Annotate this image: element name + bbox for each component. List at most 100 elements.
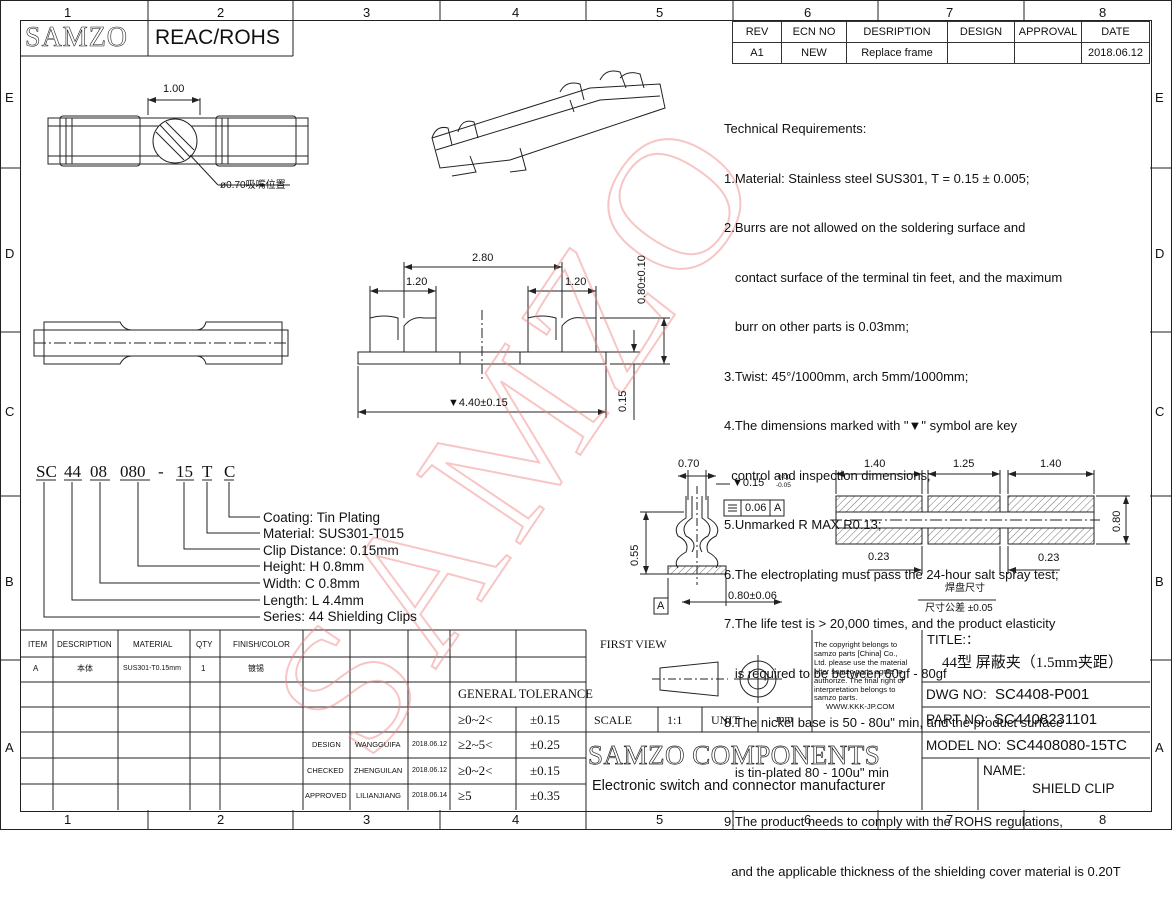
zone-col: 5 bbox=[656, 5, 664, 20]
unit-value: mm bbox=[776, 713, 794, 725]
signoff-date: 2018.06.12 bbox=[412, 767, 448, 774]
req-line: Technical Requirements: bbox=[724, 121, 867, 136]
dim-length: ▼4.40±0.15 bbox=[448, 397, 508, 409]
desc-header: DESRIPTION bbox=[846, 21, 948, 43]
req-line: contact surface of the terminal tin feet… bbox=[724, 269, 1063, 285]
copyright-line: after samzo parts agree to bbox=[814, 666, 903, 676]
approval-value bbox=[1014, 42, 1082, 64]
bom-description-value: 本体 bbox=[77, 664, 93, 673]
zone-col: 2 bbox=[217, 812, 225, 827]
dim-end-thickness: ▼0.15 bbox=[732, 477, 765, 489]
dim-pad-height: 0.80 bbox=[1111, 510, 1123, 532]
technical-requirements: Technical Requirements: 1.Material: Stai… bbox=[724, 88, 1121, 897]
zone-col: 6 bbox=[804, 812, 812, 827]
dim-total-span: 2.80 bbox=[472, 252, 494, 264]
req-line: 4.The dimensions marked with "▼" symbol … bbox=[724, 418, 1018, 433]
signoff-date: 2018.06.14 bbox=[412, 792, 448, 799]
bom-material-header: MATERIAL bbox=[133, 640, 173, 649]
unit-label: UNIT bbox=[711, 713, 740, 727]
code-clip-distance: 15 bbox=[176, 462, 193, 481]
signoff-role: APPROVED bbox=[305, 791, 347, 800]
zone-row: B bbox=[5, 574, 14, 589]
copyright-line: interpretation belongs to bbox=[814, 684, 896, 694]
bom-finish-header: FINISH/COLOR bbox=[233, 640, 290, 649]
zone-col: 4 bbox=[512, 812, 520, 827]
zone-col: 8 bbox=[1099, 812, 1107, 827]
dim-left-width: 1.20 bbox=[406, 276, 428, 288]
zone-row: D bbox=[1155, 246, 1165, 261]
company-name: SAMZO COMPONENTS bbox=[588, 740, 881, 770]
signoff-role: DESIGN bbox=[312, 740, 341, 749]
pad-note-tolerance: 尺寸公差 ±0.05 bbox=[925, 603, 993, 614]
code-coating: C bbox=[224, 462, 236, 481]
zone-col: 3 bbox=[363, 812, 371, 827]
req-line: 8.The nickel base is 50 - 80u" min, and … bbox=[724, 715, 1064, 730]
tolerance-value: ±0.25 bbox=[530, 737, 560, 752]
dim-pad-right: 1.40 bbox=[1040, 458, 1062, 470]
legend-material: Material: SUS301-T015 bbox=[263, 526, 405, 541]
bom-item-value: A bbox=[33, 664, 39, 673]
dim-end-base: 0.80±0.06 bbox=[728, 590, 777, 602]
legend-length: Length: L 4.4mm bbox=[263, 593, 364, 608]
zone-row: D bbox=[5, 246, 15, 261]
legend-coating: Coating: Tin Plating bbox=[263, 510, 381, 525]
tolerance-value: ±0.35 bbox=[530, 788, 560, 803]
drawing-canvas: SAMZO bbox=[0, 0, 1172, 830]
title-label: TITLE:： bbox=[927, 632, 980, 647]
signoff-date: 2018.06.12 bbox=[412, 741, 448, 748]
rev-value: A1 bbox=[732, 42, 782, 64]
copyright-line: samzo parts. bbox=[814, 693, 858, 703]
req-line: is required to be between 60gf - 80gf bbox=[724, 665, 947, 681]
ecn-header: ECN NO bbox=[781, 21, 847, 43]
code-series: SC bbox=[36, 462, 57, 481]
part-value: SC4408231101 bbox=[994, 711, 1098, 728]
bom-description-header: DESCRIPTION bbox=[57, 640, 112, 649]
date-header: DATE bbox=[1081, 21, 1150, 43]
legend-series: Series: 44 Shielding Clips bbox=[263, 609, 417, 624]
zone-col: 6 bbox=[804, 5, 812, 20]
zone-row: C bbox=[1155, 404, 1165, 419]
name-label: NAME: bbox=[983, 763, 1026, 778]
tolerance-range: ≥5 bbox=[458, 788, 472, 803]
zone-col: 8 bbox=[1099, 5, 1107, 20]
req-line: control and inspection dimensions; bbox=[724, 467, 931, 483]
dim-thickness: 0.15 bbox=[617, 390, 629, 412]
design-value bbox=[947, 42, 1015, 64]
req-line: burr on other parts is 0.03mm; bbox=[724, 319, 909, 334]
zone-col: 1 bbox=[64, 5, 72, 20]
zone-col: 2 bbox=[217, 5, 225, 20]
desc-value: Replace frame bbox=[846, 42, 948, 64]
dim-top-pitch: 1.00 bbox=[163, 83, 185, 95]
copyright-line: authorize. The final right of bbox=[814, 675, 904, 685]
first-view-label: FIRST VIEW bbox=[600, 637, 667, 651]
tolerance-value: ±0.15 bbox=[530, 712, 560, 727]
zone-row: C bbox=[5, 404, 15, 419]
legend-height: Height: H 0.8mm bbox=[263, 559, 365, 574]
code-length: 44 bbox=[64, 462, 81, 481]
dwg-label: DWG NO: bbox=[926, 687, 987, 702]
part-label: PART NO: bbox=[926, 712, 989, 727]
dim-end-tol-bottom: -0.05 bbox=[776, 482, 791, 489]
req-line: 2.Burrs are not allowed on the soldering… bbox=[724, 220, 1026, 235]
model-value: SC4408080-15TC bbox=[1006, 737, 1127, 754]
signoff-role: CHECKED bbox=[307, 766, 344, 775]
zone-col: 1 bbox=[64, 812, 72, 827]
req-line: 1.Material: Stainless steel SUS301, T = … bbox=[724, 170, 1030, 186]
title-value: 44型 屏蔽夹（1.5mm夹距） bbox=[942, 655, 1123, 671]
bom-item-header: ITEM bbox=[28, 640, 48, 649]
dim-flat-datum: A bbox=[774, 502, 782, 514]
rev-header: REV bbox=[732, 21, 782, 43]
tolerance-range: ≥2~5< bbox=[458, 737, 493, 752]
copyright-url: WWW.KKK-JP.COM bbox=[826, 702, 895, 712]
req-line: and the applicable thickness of the shie… bbox=[724, 863, 1121, 879]
revision-table: REV ECN NO DESRIPTION DESIGN APPROVAL DA… bbox=[732, 21, 1150, 64]
zone-row: E bbox=[5, 90, 14, 105]
dim-end-tol-top: 0.00 bbox=[778, 474, 791, 481]
name-value: SHIELD CLIP bbox=[1032, 781, 1115, 796]
zone-row: B bbox=[1155, 574, 1164, 589]
signoff-name: WANGGUIFA bbox=[355, 740, 401, 749]
dwg-value: SC4408-P001 bbox=[995, 686, 1090, 703]
dim-pad-left: 1.40 bbox=[864, 458, 886, 470]
zone-col: 4 bbox=[512, 5, 520, 20]
dim-pad-middle: 1.25 bbox=[953, 458, 975, 470]
